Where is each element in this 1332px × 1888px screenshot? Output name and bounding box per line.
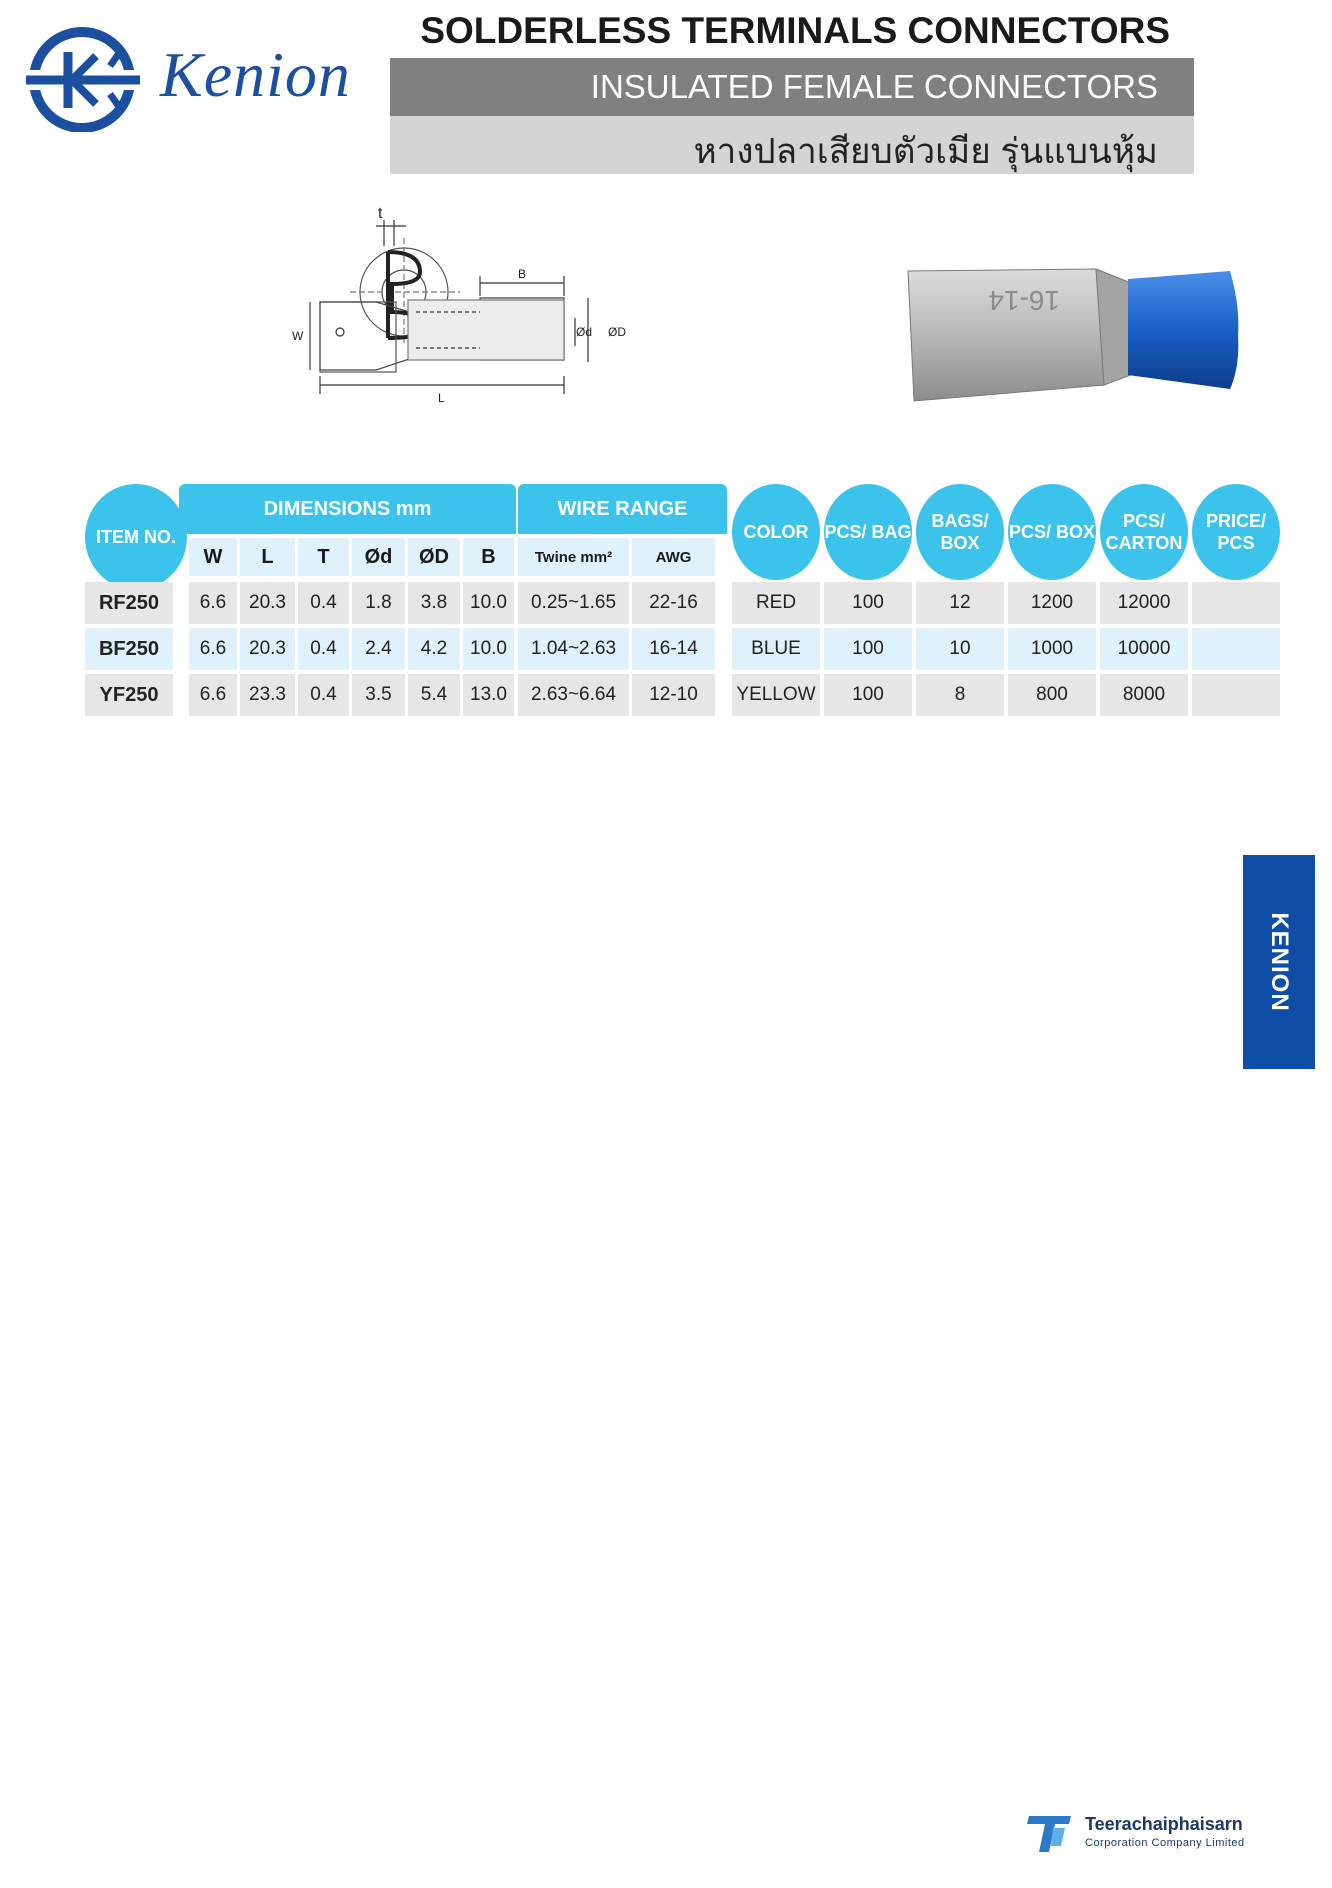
cell-pcs-box: 800 — [1008, 674, 1096, 716]
dim-label-D: ØD — [608, 325, 626, 339]
cell-d-small: 2.4 — [352, 628, 405, 670]
col-d-small: Ød — [352, 538, 405, 576]
cell-t: 0.4 — [298, 628, 349, 670]
header-bags-box: BAGS/ BOX — [916, 484, 1004, 580]
page-title: SOLDERLESS TERMINALS CONNECTORS — [420, 10, 1170, 51]
cell-d-small: 3.5 — [352, 674, 405, 716]
cell-pcs-bag: 100 — [824, 628, 912, 670]
col-b: B — [463, 538, 514, 576]
cell-awg: 22-16 — [632, 582, 715, 624]
company-name: Teerachaiphaisarn — [1085, 1814, 1243, 1834]
cell-price — [1192, 628, 1280, 670]
cell-t: 0.4 — [298, 582, 349, 624]
header-color: COLOR — [732, 484, 820, 580]
cell-awg: 16-14 — [632, 628, 715, 670]
header-wire-range: WIRE RANGE — [518, 484, 727, 534]
cell-l: 23.3 — [240, 674, 295, 716]
row-item-no: RF250 — [85, 582, 173, 624]
cell-d-small: 1.8 — [352, 582, 405, 624]
cell-l: 20.3 — [240, 582, 295, 624]
dim-label-d: Ød — [576, 325, 592, 339]
side-tab-label: KENION — [1266, 912, 1293, 1012]
header-item-no: ITEM NO. — [85, 484, 187, 590]
cell-twine: 2.63~6.64 — [518, 674, 629, 716]
company-logo-icon — [1027, 1816, 1071, 1852]
cell-pcs-bag: 100 — [824, 674, 912, 716]
cell-pcs-carton: 10000 — [1100, 628, 1188, 670]
cell-color: YELLOW — [732, 674, 820, 716]
header-pcs-bag: PCS/ BAG — [824, 484, 912, 580]
cell-d-large: 5.4 — [408, 674, 460, 716]
header-dimensions: DIMENSIONS mm — [179, 484, 516, 534]
cell-d-large: 4.2 — [408, 628, 460, 670]
company-subtitle: Corporation Company Limited — [1085, 1837, 1245, 1849]
col-twine: Twine mm² — [518, 538, 629, 576]
cell-price — [1192, 674, 1280, 716]
row-item-no: BF250 — [85, 628, 173, 670]
cell-b: 13.0 — [463, 674, 514, 716]
dim-label-w: W — [292, 329, 304, 343]
cell-d-large: 3.8 — [408, 582, 460, 624]
kenion-logo — [24, 27, 144, 132]
dim-label-b: B — [518, 267, 526, 281]
cell-b: 10.0 — [463, 582, 514, 624]
col-w: W — [189, 538, 237, 576]
cell-w: 6.6 — [189, 582, 237, 624]
cell-t: 0.4 — [298, 674, 349, 716]
cell-twine: 1.04~2.63 — [518, 628, 629, 670]
product-photo: 16-14 — [907, 268, 1239, 402]
subtitle: INSULATED FEMALE CONNECTORS — [590, 68, 1158, 105]
cell-b: 10.0 — [463, 628, 514, 670]
dim-label-t: t — [378, 205, 383, 222]
connector-technical-drawing: t B W L Ød ØD — [292, 205, 626, 405]
cell-bags-box: 12 — [916, 582, 1004, 624]
subtitle-band: INSULATED FEMALE CONNECTORS — [390, 58, 1194, 116]
cell-pcs-carton: 8000 — [1100, 674, 1188, 716]
cell-pcs-carton: 12000 — [1100, 582, 1188, 624]
cell-l: 20.3 — [240, 628, 295, 670]
cell-color: BLUE — [732, 628, 820, 670]
col-t: T — [298, 538, 349, 576]
header-pcs-carton: PCS/ CARTON — [1100, 484, 1188, 580]
cell-bags-box: 8 — [916, 674, 1004, 716]
header-price-pcs: PRICE/ PCS — [1192, 484, 1280, 580]
thai-subtitle-band: หางปลาเสียบตัวเมีย รุ่นแบนหุ้ม — [390, 116, 1194, 174]
col-d-large: ØD — [408, 538, 460, 576]
col-l: L — [240, 538, 295, 576]
brand-side-tab: KENION — [1243, 855, 1315, 1069]
cell-bags-box: 10 — [916, 628, 1004, 670]
cell-awg: 12-10 — [632, 674, 715, 716]
photo-marking: 16-14 — [988, 285, 1060, 316]
cell-pcs-bag: 100 — [824, 582, 912, 624]
cell-pcs-box: 1200 — [1008, 582, 1096, 624]
logo-text: Kenion — [160, 39, 351, 110]
cell-color: RED — [732, 582, 820, 624]
row-item-no: YF250 — [85, 674, 173, 716]
thai-subtitle: หางปลาเสียบตัวเมีย รุ่นแบนหุ้ม — [693, 132, 1158, 171]
cell-twine: 0.25~1.65 — [518, 582, 629, 624]
cell-price — [1192, 582, 1280, 624]
col-awg: AWG — [632, 538, 715, 576]
cell-pcs-box: 1000 — [1008, 628, 1096, 670]
dim-label-l: L — [438, 391, 445, 405]
header-pcs-box: PCS/ BOX — [1008, 484, 1096, 580]
cell-w: 6.6 — [189, 674, 237, 716]
cell-w: 6.6 — [189, 628, 237, 670]
